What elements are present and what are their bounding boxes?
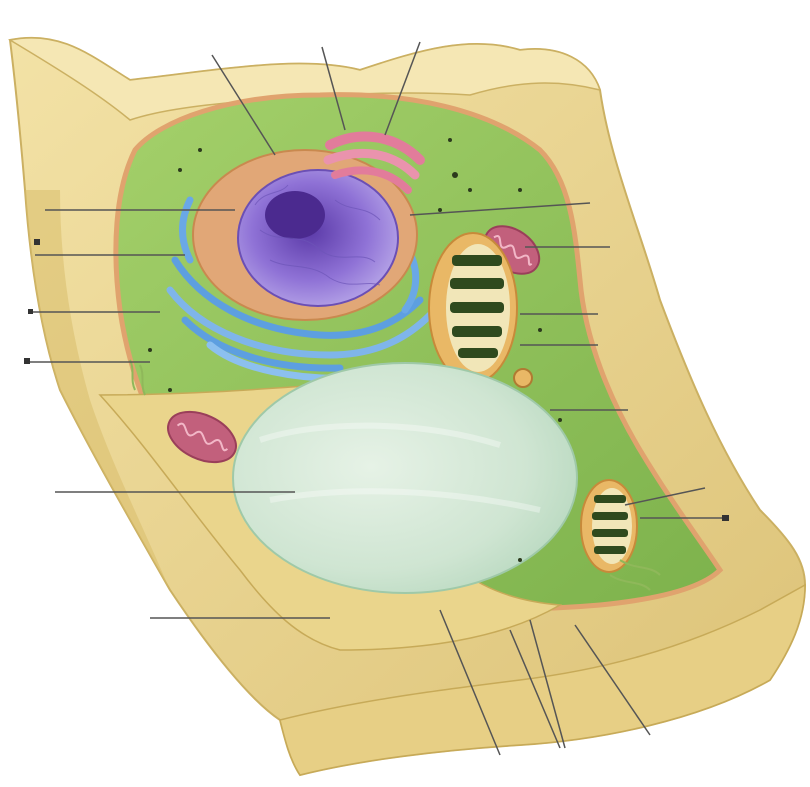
peroxisome	[514, 369, 532, 387]
chloroplast-right	[429, 233, 517, 383]
chloroplast-lower-right	[581, 480, 637, 572]
central-vacuole	[233, 363, 577, 593]
nucleoplasm	[238, 170, 398, 306]
nucleolus	[265, 191, 325, 239]
